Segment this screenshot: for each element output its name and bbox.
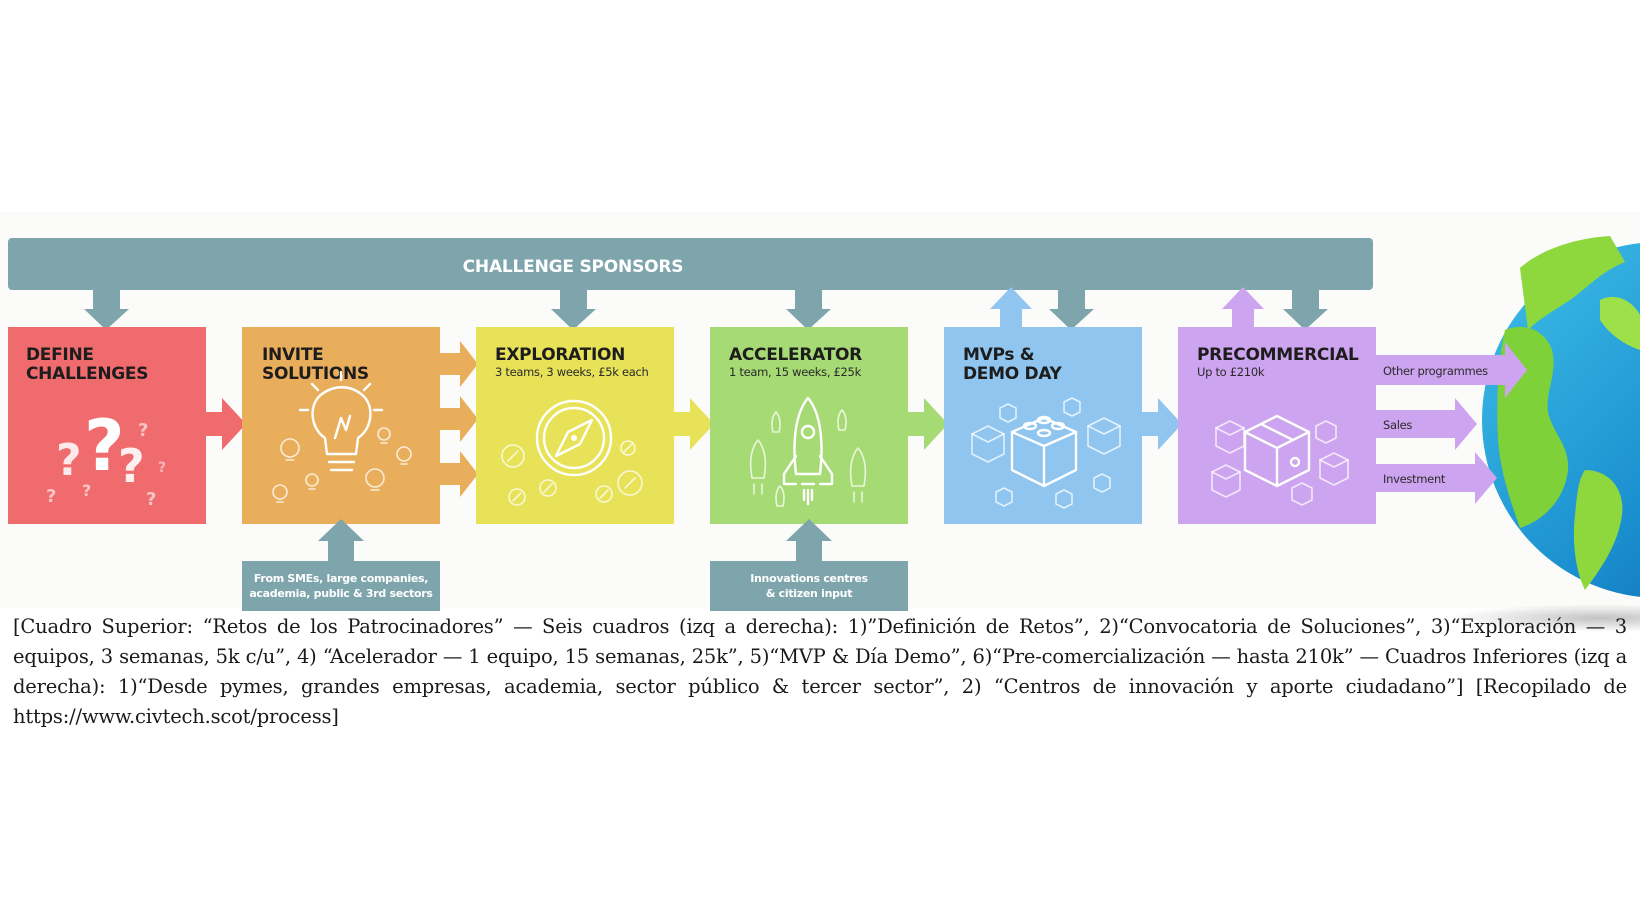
package-box-icon: [1243, 414, 1311, 488]
invite-out-arrows: [440, 341, 478, 497]
precommercial-up-arrow: [1222, 287, 1264, 328]
invite-arrow-1: [440, 341, 478, 387]
arrow-accelerator-to-mvp: [908, 398, 948, 450]
output-label-sales: Sales: [1383, 418, 1412, 432]
output-label-other-programmes: Other programmes: [1383, 364, 1488, 378]
small-bulbs-icon: [272, 427, 412, 503]
light-bulb-icon: [298, 370, 384, 472]
svg-text:?: ?: [46, 486, 56, 507]
question-marks-icon: ? ? ? ? ? ? ? ?: [46, 405, 166, 510]
svg-text:?: ?: [56, 435, 82, 486]
input-line2: & citizen input: [766, 587, 852, 600]
globe-icon: [1450, 236, 1640, 632]
input-up-arrow-innovation: [786, 519, 832, 561]
output-arrow-other-programmes: [1376, 342, 1527, 398]
sponsor-arrow-accelerator: [786, 290, 831, 330]
stage-exploration: EXPLORATION 3 teams, 3 weeks, £5k each: [476, 327, 674, 524]
mvp-up-arrow: [990, 287, 1032, 328]
input-line1: From SMEs, large companies,: [254, 572, 428, 585]
building-blocks-icon: [1010, 415, 1078, 488]
svg-text:?: ?: [84, 405, 125, 487]
input-line1: Innovations centres: [750, 572, 868, 585]
stage-title-line2: DEMO DAY: [963, 364, 1063, 384]
arrow-exploration-to-accelerator: [674, 398, 714, 450]
stage-title-line1: MVPs &: [963, 345, 1035, 365]
input-line2: academia, public & 3rd sectors: [249, 587, 433, 600]
stage-precommercial: PRECOMMERCIAL Up to £210k: [1178, 327, 1376, 524]
stage-subtitle: 1 team, 15 weeks, £25k: [729, 365, 862, 379]
small-rockets-icon: [749, 409, 867, 507]
challenge-sponsors-banner: CHALLENGE SPONSORS: [8, 238, 1373, 290]
small-blocks-icon: [971, 397, 1121, 509]
svg-text:?: ?: [82, 481, 91, 500]
stage-define-challenges: DEFINE CHALLENGES ? ? ? ? ? ? ? ?: [8, 327, 206, 524]
compass-icon: [535, 399, 613, 477]
output-arrows: Other programmes Sales Investment: [1376, 342, 1527, 504]
output-label-investment: Investment: [1383, 472, 1446, 486]
arrow-mvp-to-precommercial: [1142, 398, 1182, 450]
figure-caption: [Cuadro Superior: “Retos de los Patrocin…: [13, 615, 1627, 728]
sponsor-arrow-define: [84, 290, 129, 330]
sponsor-arrow-exploration: [551, 290, 596, 330]
stage-subtitle: Up to £210k: [1197, 365, 1265, 379]
stage-title: EXPLORATION: [495, 345, 625, 365]
stage-title-line2: CHALLENGES: [26, 364, 148, 384]
sponsor-arrow-mvp: [1049, 290, 1094, 330]
output-arrow-sales: [1376, 398, 1477, 450]
sponsor-arrow-precommercial: [1283, 290, 1328, 330]
svg-text:?: ?: [138, 420, 148, 441]
invite-arrow-3: [440, 451, 478, 497]
output-arrow-investment: [1376, 452, 1497, 504]
svg-text:?: ?: [146, 489, 156, 510]
stage-accelerator: ACCELERATOR 1 team, 15 weeks, £25k: [710, 327, 908, 524]
input-box-innovation: Innovations centres & citizen input: [710, 519, 908, 611]
stage-mvp-demo-day: MVPs & DEMO DAY: [944, 327, 1142, 524]
banner-label: CHALLENGE SPONSORS: [463, 257, 684, 277]
svg-text:?: ?: [158, 460, 166, 476]
input-up-arrow-sectors: [318, 519, 364, 561]
stage-title: PRECOMMERCIAL: [1197, 345, 1359, 365]
invite-arrow-2: [440, 396, 478, 442]
input-box-sectors: From SMEs, large companies, academia, pu…: [242, 519, 440, 611]
stage-title-line1: DEFINE: [26, 345, 94, 365]
svg-text:?: ?: [118, 439, 145, 493]
rocket-icon: [782, 396, 834, 506]
stage-title: ACCELERATOR: [729, 345, 862, 365]
small-boxes-icon: [1211, 420, 1349, 506]
stage-title-line2: SOLUTIONS: [262, 364, 369, 384]
stage-subtitle: 3 teams, 3 weeks, £5k each: [495, 365, 648, 379]
stage-title-line1: INVITE: [262, 345, 323, 365]
small-compasses-icon: [501, 440, 643, 506]
arrow-define-to-invite: [206, 398, 246, 450]
sponsor-down-arrows: [84, 290, 1328, 330]
stage-invite-solutions: INVITE SOLUTIONS: [242, 327, 440, 524]
